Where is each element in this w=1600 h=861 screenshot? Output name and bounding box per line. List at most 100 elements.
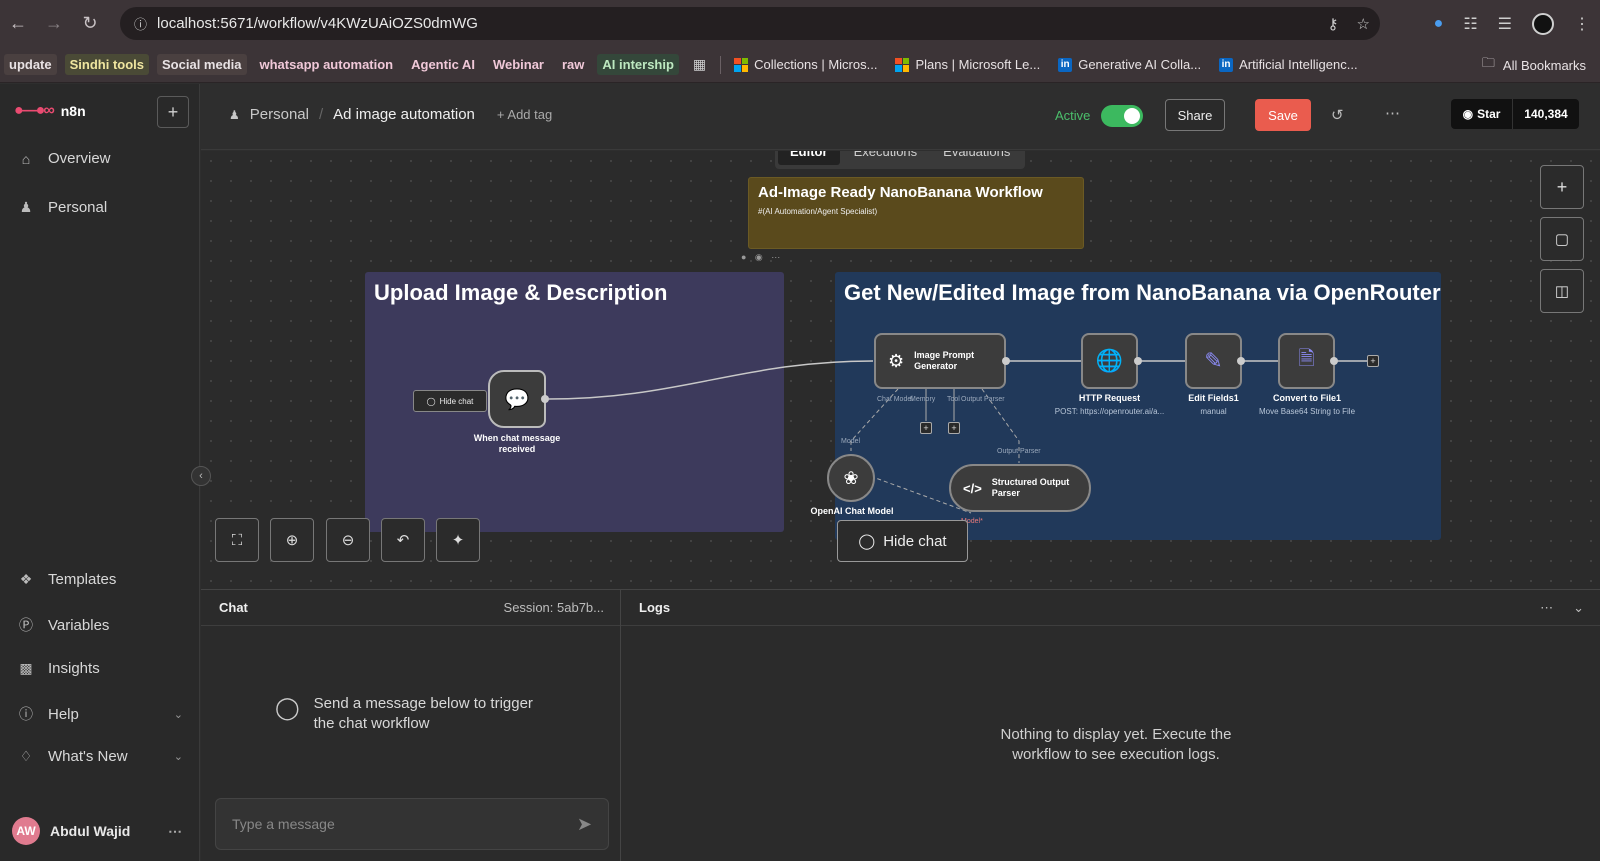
add-tag-button[interactable]: + Add tag bbox=[496, 107, 553, 122]
sidebar: ●—●∞ n8n + ⌂ Overview ♟ Personal ❖ Templ… bbox=[0, 84, 200, 861]
output-handle[interactable] bbox=[541, 395, 549, 403]
hide-chat-button[interactable]: ◯ Hide chat bbox=[837, 520, 968, 562]
chevron-down-icon[interactable]: ⌄ bbox=[1573, 599, 1584, 615]
reload-icon[interactable]: ↻ bbox=[82, 13, 98, 33]
bookmark-label: Generative AI Colla... bbox=[1078, 57, 1202, 72]
bookmark-agentic-ai[interactable]: Agentic AI bbox=[411, 57, 475, 72]
more-icon[interactable]: ⋯ bbox=[1540, 599, 1554, 615]
bookmark-star-icon[interactable]: ☆ bbox=[1356, 15, 1370, 33]
history-icon[interactable]: ↺ bbox=[1331, 107, 1344, 124]
node-edit-fields[interactable]: ✎ bbox=[1185, 333, 1242, 389]
node-openai-chat-model[interactable]: ❀ bbox=[827, 454, 875, 502]
project-link[interactable]: Personal bbox=[249, 106, 309, 123]
bookmark-sindhi-tools[interactable]: Sindhi tools bbox=[64, 54, 150, 75]
add-memory-button[interactable]: + bbox=[920, 422, 932, 434]
node-http-request[interactable]: 🌐 bbox=[1081, 333, 1138, 389]
sidebar-item-overview[interactable]: ⌂ Overview bbox=[18, 150, 183, 167]
broom-icon: ✦ bbox=[451, 532, 465, 549]
reset-zoom-button[interactable]: ↶ bbox=[381, 518, 425, 562]
forward-icon[interactable]: → bbox=[45, 13, 63, 33]
password-key-icon[interactable]: ⚷ bbox=[1327, 15, 1339, 33]
send-icon[interactable]: ➤ bbox=[576, 813, 592, 834]
site-info-icon[interactable]: ⓘ bbox=[134, 17, 148, 32]
bookmark-generative-ai[interactable]: in Generative AI Colla... bbox=[1053, 54, 1206, 75]
output-handle[interactable] bbox=[1330, 357, 1338, 365]
active-toggle[interactable] bbox=[1101, 105, 1143, 127]
github-star-button[interactable]: ◉ Star 140,384 bbox=[1451, 99, 1579, 129]
back-icon[interactable]: ← bbox=[9, 13, 27, 33]
bookmark-collections[interactable]: Collections | Micros... bbox=[729, 54, 882, 75]
bookmark-social-media[interactable]: Social media bbox=[157, 54, 247, 75]
puzzle-icon[interactable]: ☷ bbox=[1463, 15, 1478, 33]
bookmark-webinar[interactable]: Webinar bbox=[492, 57, 544, 72]
add-sticky-button[interactable]: ▢ bbox=[1540, 217, 1584, 261]
address-bar[interactable]: ⓘ localhost:5671/workflow/v4KWzUAiOZS0dm… bbox=[120, 7, 1380, 40]
folder-icon: 🗀 bbox=[1481, 55, 1495, 70]
node-label: Structured Output Parser bbox=[991, 477, 1070, 498]
home-icon: ⌂ bbox=[21, 150, 31, 167]
add-node-panel-button[interactable]: + bbox=[1540, 165, 1584, 209]
chat-empty-line2: the chat workflow bbox=[313, 714, 430, 732]
logs-title: Logs bbox=[639, 600, 671, 615]
openai-icon: ❀ bbox=[843, 467, 859, 488]
node-image-prompt-generator[interactable]: ⚙ Image Prompt Generator bbox=[874, 333, 1006, 389]
tidy-up-button[interactable]: ✦ bbox=[436, 518, 480, 562]
user-menu[interactable]: AW Abdul Wajid ⋯ bbox=[12, 817, 182, 845]
star-label: Star bbox=[1477, 107, 1501, 121]
editor-tabs: Editor Executions Evaluations bbox=[775, 151, 1026, 169]
more-icon[interactable]: ⋯ bbox=[1385, 105, 1400, 122]
extension-icon[interactable]: ● bbox=[1433, 14, 1444, 32]
workflow-name[interactable]: Ad image automation bbox=[333, 106, 475, 123]
node-structured-output-parser[interactable]: </> Structured Output Parser bbox=[949, 464, 1091, 512]
bookmark-artificial-intelligence[interactable]: in Artificial Intelligenc... bbox=[1214, 54, 1363, 75]
bookmark-raw[interactable]: raw bbox=[562, 57, 585, 72]
node-label: Image Prompt Generator bbox=[914, 350, 975, 371]
sidebar-item-insights[interactable]: ▩ Insights bbox=[18, 660, 183, 677]
port-chat-model: Chat Model bbox=[877, 396, 913, 403]
node-chat-trigger[interactable]: 💬 bbox=[488, 370, 546, 428]
bookmark-update[interactable]: update bbox=[4, 54, 57, 75]
sticky-note[interactable]: Ad-Image Ready NanoBanana Workflow #(AI … bbox=[748, 177, 1084, 249]
node-label: When chat message received bbox=[473, 433, 561, 455]
output-handle[interactable] bbox=[1237, 357, 1245, 365]
add-node-button[interactable]: + bbox=[1367, 355, 1379, 367]
zoom-in-button[interactable]: ⊕ bbox=[270, 518, 314, 562]
sidebar-item-help[interactable]: ⓘ Help ⌄ bbox=[18, 704, 183, 724]
apps-grid-icon[interactable]: ▦ bbox=[692, 56, 707, 72]
more-icon[interactable]: ⋯ bbox=[168, 822, 182, 839]
sidebar-item-variables[interactable]: Ⓟ Variables bbox=[18, 615, 183, 635]
sidebar-item-templates[interactable]: ❖ Templates bbox=[18, 571, 183, 588]
save-button[interactable]: Save bbox=[1255, 99, 1311, 131]
workflow-canvas[interactable]: Ad-Image Ready NanoBanana Workflow #(AI … bbox=[201, 151, 1600, 589]
help-icon: ⓘ bbox=[19, 706, 33, 722]
sticky-group-nanobanana[interactable]: Get New/Edited Image from NanoBanana via… bbox=[835, 272, 1441, 540]
tab-evaluations[interactable]: Evaluations bbox=[943, 151, 1011, 159]
bookmark-plans[interactable]: Plans | Microsoft Le... bbox=[890, 54, 1045, 75]
hide-chat-button-small[interactable]: ◯ Hide chat bbox=[413, 390, 487, 412]
session-id[interactable]: Session: 5ab7b... bbox=[503, 600, 604, 615]
tab-executions[interactable]: Executions bbox=[853, 151, 918, 159]
profile-avatar[interactable] bbox=[1532, 12, 1554, 35]
media-icon[interactable]: ☰ bbox=[1497, 15, 1512, 33]
zoom-out-button[interactable]: ⊖ bbox=[326, 518, 370, 562]
node-convert-to-file[interactable]: 🗎 bbox=[1278, 333, 1335, 389]
sidebar-item-personal[interactable]: ♟ Personal bbox=[18, 199, 183, 216]
create-new-button[interactable]: + bbox=[157, 96, 189, 128]
brand[interactable]: ●—●∞ n8n bbox=[14, 102, 86, 120]
bookmark-ai-intership[interactable]: AI intership bbox=[597, 54, 679, 75]
output-handle[interactable] bbox=[1002, 357, 1010, 365]
user-name: Abdul Wajid bbox=[50, 823, 131, 839]
add-tool-button[interactable]: + bbox=[948, 422, 960, 434]
sticky-controls[interactable]: ● ◉ ⋯ bbox=[741, 252, 784, 262]
tab-editor[interactable]: Editor bbox=[778, 151, 840, 165]
output-handle[interactable] bbox=[1134, 357, 1142, 365]
sidebar-item-whats-new[interactable]: ♢ What's New ⌄ bbox=[18, 748, 183, 765]
share-button[interactable]: Share bbox=[1165, 99, 1225, 131]
menu-kebab-icon[interactable]: ⋮ bbox=[1574, 15, 1590, 33]
toggle-panel-button[interactable]: ◫ bbox=[1540, 269, 1584, 313]
bookmark-whatsapp-automation[interactable]: whatsapp automation bbox=[259, 57, 394, 72]
fit-view-button[interactable]: ⛶ bbox=[215, 518, 259, 562]
chat-message-input[interactable]: Type a message ➤ bbox=[215, 798, 609, 850]
all-bookmarks[interactable]: 🗀 All Bookmarks bbox=[1482, 47, 1586, 83]
collapse-sidebar-button[interactable]: ‹ bbox=[191, 466, 211, 486]
